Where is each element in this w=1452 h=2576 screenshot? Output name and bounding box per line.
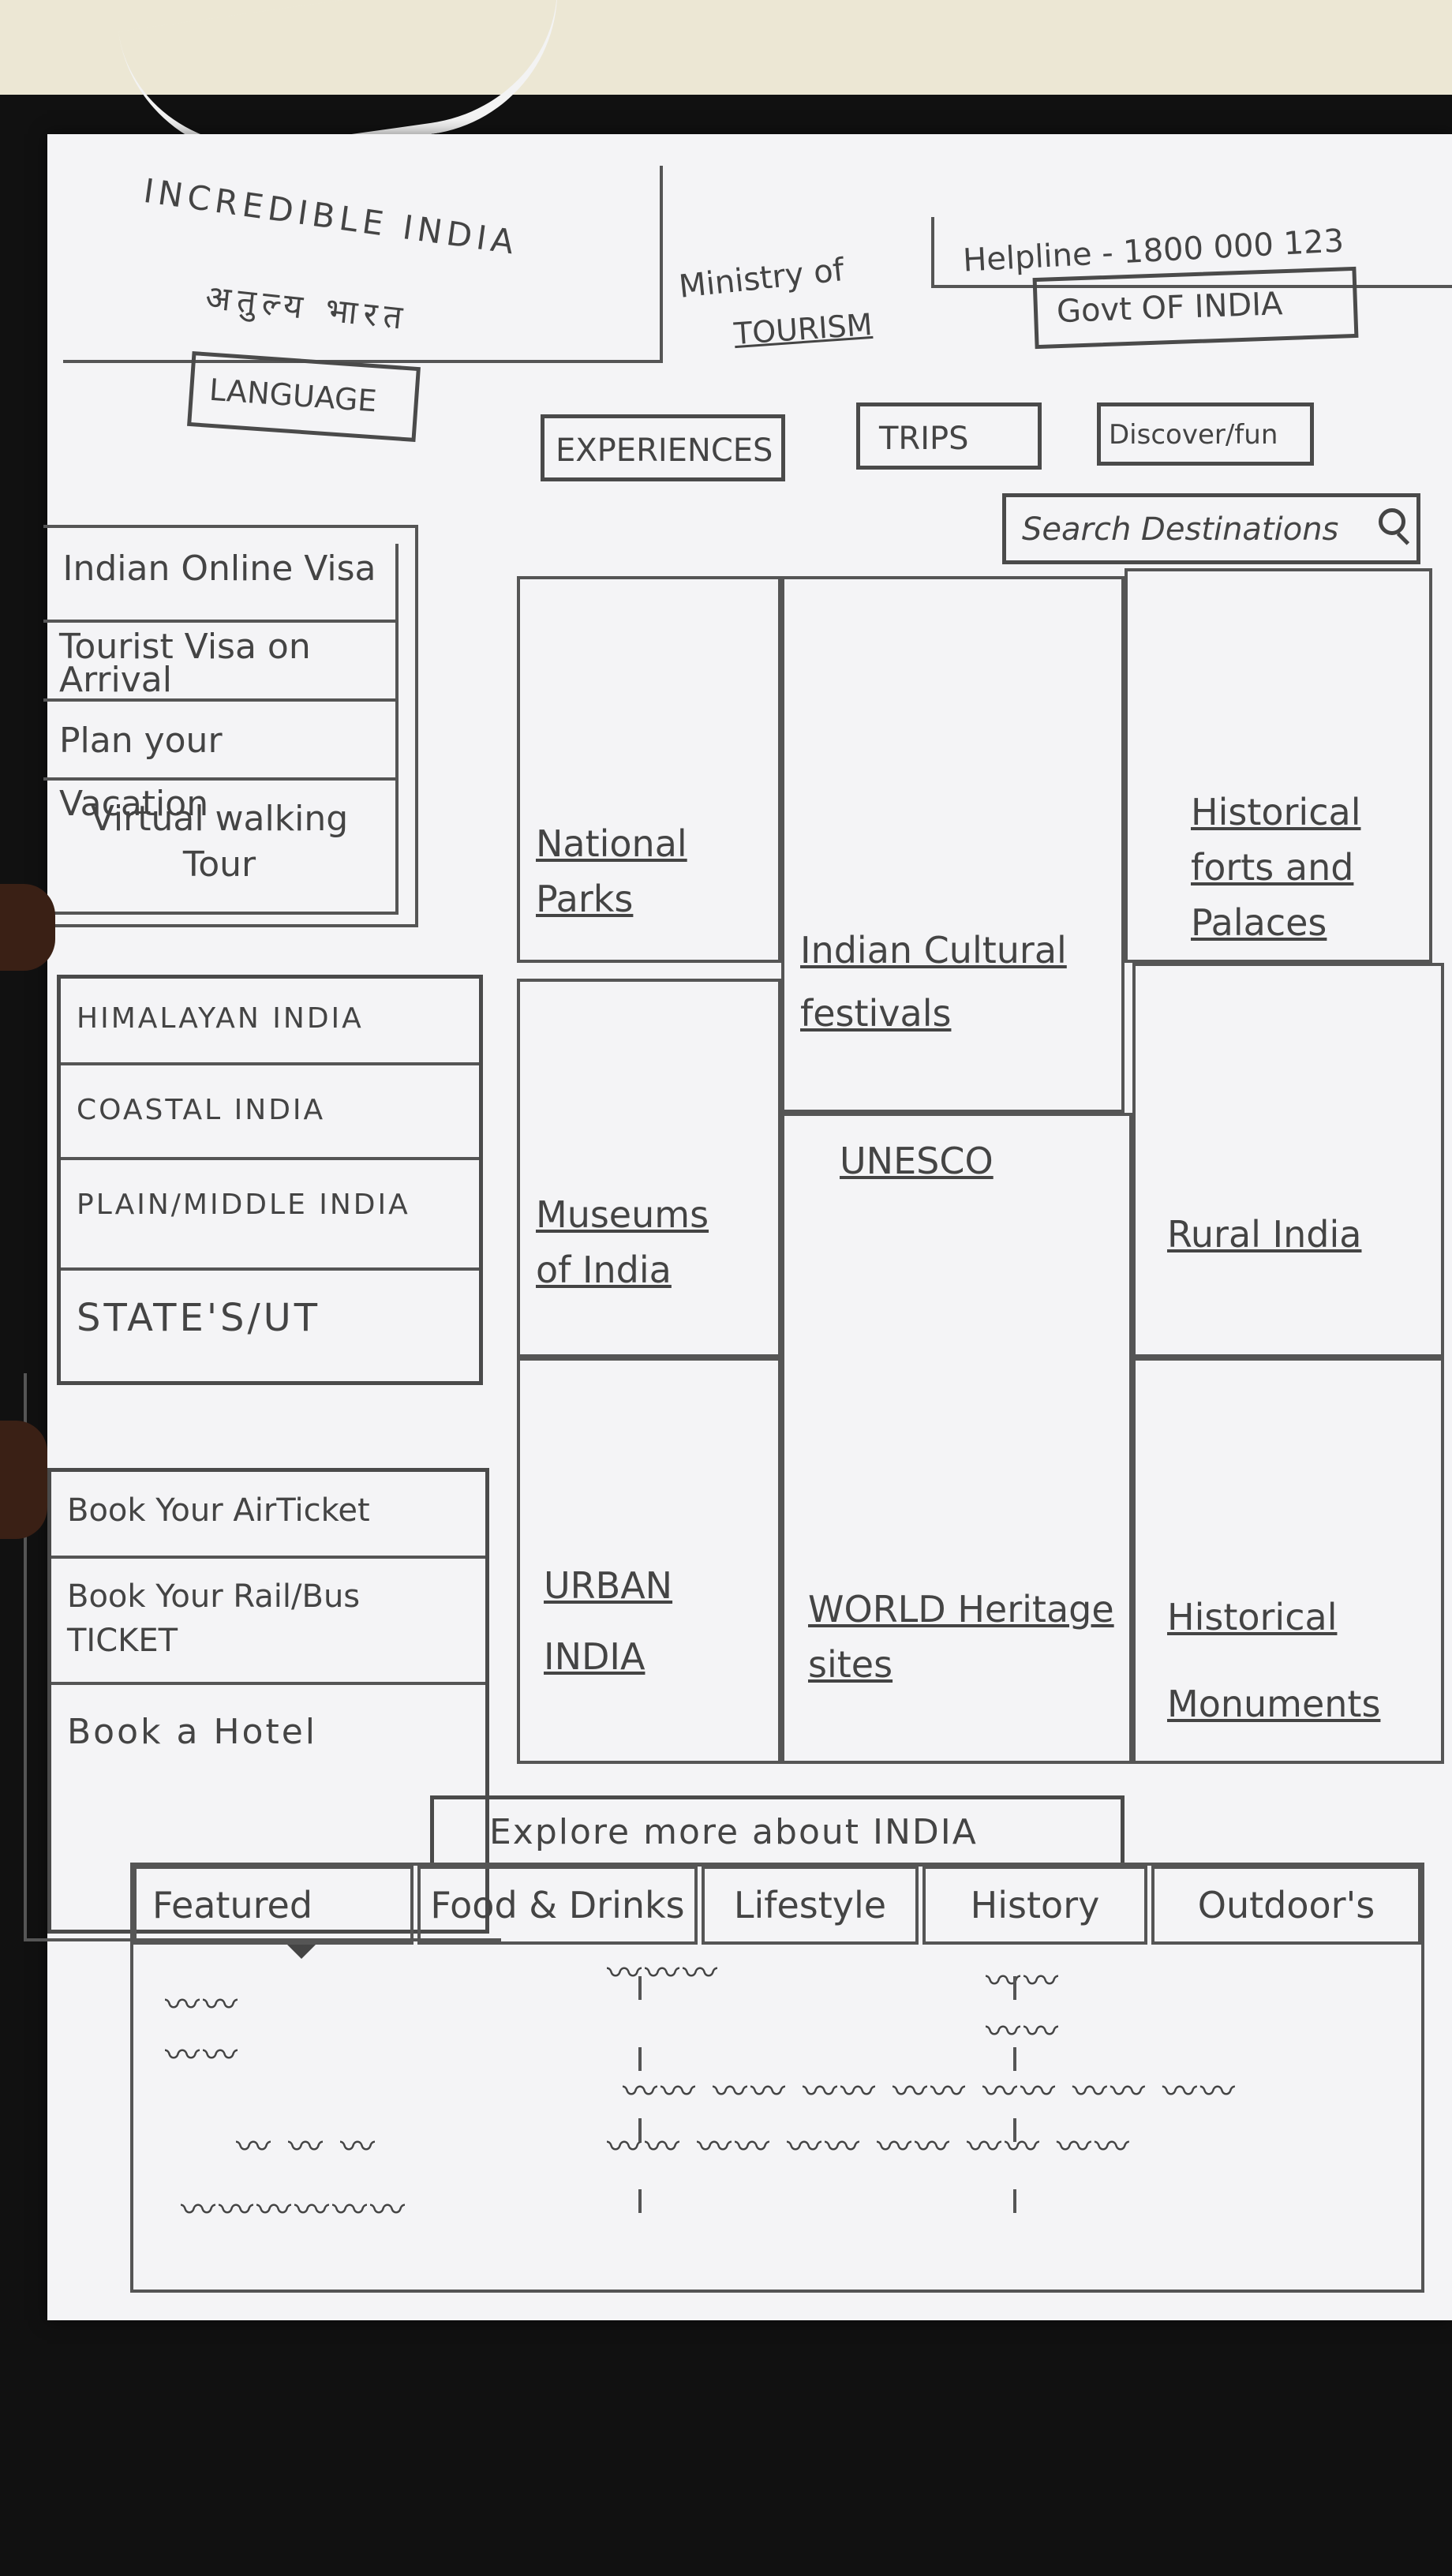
content-placeholder: 〰〰〰 xyxy=(607,1953,720,1994)
regions-panel: HIMALAYAN INDIA COASTAL INDIA PLAIN/MIDD… xyxy=(57,975,483,1385)
card-museums-label: Museums of India xyxy=(536,1193,709,1291)
book-rail-bus-ticket-label: Book Your Rail/Bus TICKET xyxy=(67,1578,361,1659)
card-unesco-label: UNESCO xyxy=(840,1140,994,1182)
visa-link-arrival-label: Tourist Visa on Arrival xyxy=(59,627,311,700)
discover-fun-button[interactable]: Discover/fun xyxy=(1097,402,1314,466)
card-cultural-festivals-label: Indian Cultural festivals xyxy=(800,929,1067,1035)
tab-lifestyle-label: Lifestyle xyxy=(733,1884,887,1926)
finger-top xyxy=(0,884,55,971)
trips-button[interactable]: TRIPS xyxy=(856,402,1042,470)
tab-featured-label: Featured xyxy=(152,1884,313,1926)
search-placeholder: Search Destinations xyxy=(1022,511,1339,548)
region-himalayan-label: HIMALAYAN INDIA xyxy=(77,1002,364,1035)
tab-food-drinks-label: Food & Drinks xyxy=(430,1884,685,1926)
card-forts-palaces-label: Historical forts and Palaces xyxy=(1191,791,1361,944)
tab-outdoors[interactable]: Outdoor's xyxy=(1151,1866,1421,1945)
column-divider xyxy=(1013,1976,1016,2245)
tab-lifestyle[interactable]: Lifestyle xyxy=(702,1866,919,1945)
tab-history-label: History xyxy=(970,1884,1100,1926)
search-destinations-input[interactable]: Search Destinations xyxy=(1002,493,1420,564)
tab-featured[interactable]: Featured xyxy=(133,1866,414,1945)
column-divider xyxy=(638,1976,642,2245)
region-himalayan[interactable]: HIMALAYAN INDIA xyxy=(61,979,479,1065)
govt-badge: Govt OF INDIA xyxy=(1032,266,1359,350)
region-states-ut[interactable]: STATE'S/UT xyxy=(61,1271,479,1381)
destinations-grid: National Parks Museums of India URBAN IN… xyxy=(517,568,1444,1922)
brand-logo-box[interactable]: INCREDIBLE INDIA अतुल्य भारत xyxy=(63,166,663,363)
visa-link-arrival[interactable]: Tourist Visa on Arrival xyxy=(43,623,395,702)
card-cultural-festivals[interactable]: Indian Cultural festivals xyxy=(781,576,1125,1113)
language-label: LANGUAGE xyxy=(208,372,378,419)
visa-link-online[interactable]: Indian Online Visa xyxy=(43,544,395,623)
content-placeholder: 〰 〰 〰 xyxy=(236,2127,378,2167)
content-placeholder: 〰〰〰〰 xyxy=(986,1961,1061,2052)
finger-bottom xyxy=(0,1421,47,1539)
content-placeholder: 〰〰〰〰 xyxy=(165,1985,241,2076)
govt-text: Govt OF INDIA xyxy=(1056,286,1284,331)
explore-title: Explore more about INDIA xyxy=(489,1812,978,1852)
region-plain-middle-label: PLAIN/MIDDLE INDIA xyxy=(77,1189,410,1221)
card-world-heritage[interactable]: UNESCO WORLD Heritage sites xyxy=(781,1113,1132,1764)
helpline-box: Helpline - 1800 000 123 xyxy=(931,217,1452,288)
explore-tabs-panel: Featured Food & Drinks Lifestyle History… xyxy=(130,1863,1424,2293)
content-placeholder: 〰〰〰〰〰〰 xyxy=(181,2190,408,2230)
card-urban-india[interactable]: URBAN INDIA xyxy=(517,1357,781,1764)
visa-links-inner: Indian Online Visa Tourist Visa on Arriv… xyxy=(43,544,399,915)
trips-label: TRIPS xyxy=(879,421,969,457)
visa-link-plan-vacation-label: Plan your Vacation xyxy=(59,721,223,824)
experiences-label: EXPERIENCES xyxy=(556,432,773,469)
explore-title-bar: Explore more about INDIA xyxy=(430,1795,1125,1866)
wireframe-paper: INCREDIBLE INDIA अतुल्य भारत Ministry of… xyxy=(24,134,1452,2320)
search-icon-handle xyxy=(1396,532,1410,545)
book-air-ticket[interactable]: Book Your AirTicket xyxy=(51,1472,485,1559)
visa-link-virtual-tour[interactable]: Virtual walking Tour xyxy=(43,781,395,912)
bookings-panel: Book Your AirTicket Book Your Rail/Bus T… xyxy=(47,1468,489,1934)
card-forts-palaces[interactable]: Historical forts and Palaces xyxy=(1125,568,1432,963)
bookings-outer-frame xyxy=(24,1373,501,1941)
region-coastal-label: COASTAL INDIA xyxy=(77,1094,326,1126)
region-plain-middle[interactable]: PLAIN/MIDDLE INDIA xyxy=(61,1160,479,1271)
card-rural-india[interactable]: Rural India xyxy=(1132,963,1444,1357)
content-placeholder: 〰〰 〰〰 〰〰 〰〰 〰〰 〰〰 xyxy=(607,2127,1132,2167)
card-national-parks-label: National Parks xyxy=(536,822,687,920)
visa-links-panel: Indian Online Visa Tourist Visa on Arriv… xyxy=(43,525,418,927)
search-icon[interactable] xyxy=(1379,508,1405,535)
book-hotel-label: Book a Hotel xyxy=(67,1712,317,1752)
brand-title: INCREDIBLE INDIA xyxy=(140,170,522,263)
book-hotel[interactable]: Book a Hotel xyxy=(51,1685,485,1795)
card-historical-monuments-label: Historical Monuments xyxy=(1167,1596,1381,1725)
region-states-ut-label: STATE'S/UT xyxy=(77,1296,321,1340)
brand-subtitle: अतुल्य भारत xyxy=(204,277,411,338)
card-historical-monuments[interactable]: Historical Monuments xyxy=(1132,1357,1444,1764)
visa-link-plan-vacation[interactable]: Plan your Vacation xyxy=(43,702,395,824)
content-placeholder: 〰〰 〰〰 〰〰 〰〰 〰〰 〰〰 〰〰 xyxy=(623,2072,1238,2112)
experiences-button[interactable]: EXPERIENCES xyxy=(541,414,785,481)
card-national-parks[interactable]: National Parks xyxy=(517,576,781,963)
card-museums[interactable]: Museums of India xyxy=(517,979,781,1357)
discover-fun-label: Discover/fun xyxy=(1109,419,1278,451)
visa-link-online-label: Indian Online Visa xyxy=(62,549,376,589)
ministry-line2: TOURISM xyxy=(732,306,874,352)
card-urban-india-label: URBAN INDIA xyxy=(544,1564,673,1678)
tab-history[interactable]: History xyxy=(922,1866,1147,1945)
region-coastal[interactable]: COASTAL INDIA xyxy=(61,1065,479,1160)
book-rail-bus-ticket[interactable]: Book Your Rail/Bus TICKET xyxy=(51,1559,485,1685)
tab-featured-indicator-icon xyxy=(287,1945,316,1959)
tab-food-drinks[interactable]: Food & Drinks xyxy=(417,1866,698,1945)
visa-link-virtual-tour-label: Virtual walking Tour xyxy=(90,799,349,885)
language-button[interactable]: LANGUAGE xyxy=(187,351,421,442)
card-rural-india-label: Rural India xyxy=(1167,1213,1362,1256)
tab-outdoors-label: Outdoor's xyxy=(1197,1884,1375,1926)
card-world-heritage-label: WORLD Heritage sites xyxy=(808,1588,1114,1686)
ministry-line1: Ministry of xyxy=(677,252,846,305)
book-air-ticket-label: Book Your AirTicket xyxy=(67,1492,370,1529)
